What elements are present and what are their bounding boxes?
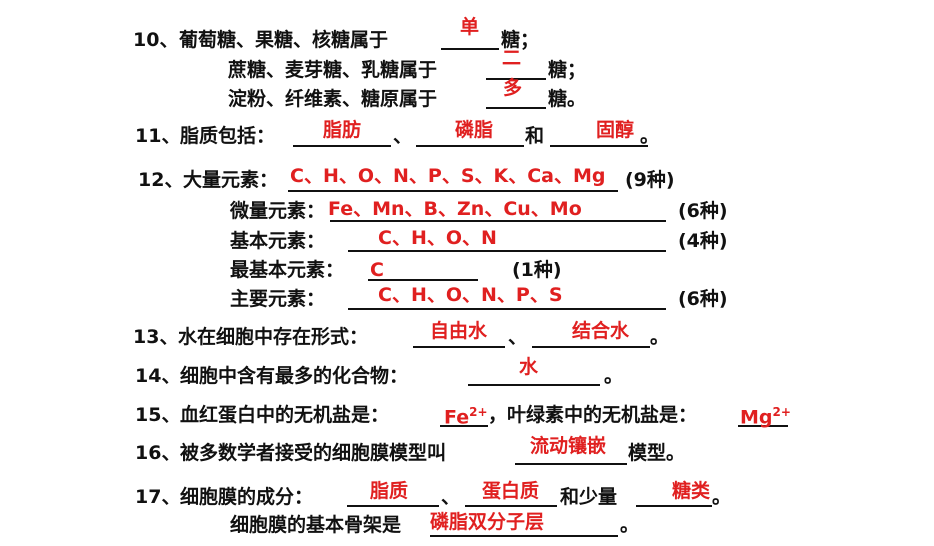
q17-blank-2 [465,505,557,507]
q16-text: 被多数学者接受的细胞膜模型叫 [180,442,447,464]
q17-number: 17、 [135,486,181,508]
q12-most-basic-blank [368,279,478,281]
q15-text-1: 血红蛋白中的无机盐是： [180,404,390,426]
q14-blank [468,384,600,386]
q12-macro-answer: C、H、O、N、P、S、K、Ca、Mg [290,165,606,187]
q10-line1-blank [441,48,499,50]
q16-number: 16、 [135,442,181,464]
q12-most-basic-label: 最基本元素： [230,259,345,281]
q15-blank-2 [738,425,788,427]
q15-answer-2-symbol: Mg [740,406,773,429]
q12-main-count: (6种) [678,288,728,310]
q10-number: 10、 [133,29,179,51]
q15-answer-2-charge: 2+ [772,405,791,419]
q11-answer-1: 脂肪 [323,119,362,141]
q16-blank [515,463,627,465]
q12-main-label: 主要元素： [230,288,326,310]
q13-text: 水在细胞中存在形式： [178,326,369,348]
q13-answer-2: 结合水 [572,320,630,342]
q11-answer-3: 固醇 [596,119,635,141]
q16-after: 模型。 [628,442,686,464]
q15-text-2: ，叶绿素中的无机盐是： [488,404,698,426]
q12-basic-blank [348,250,666,252]
q11-and: 和 [525,125,545,147]
q12-macro-count: (9种) [625,169,675,191]
q12-number: 12、 [138,169,184,191]
q12-micro-count: (6种) [678,200,728,222]
q17-line2-end: 。 [620,514,640,536]
q11-blank-1 [293,145,391,147]
q10-line3-after: 糖。 [548,88,587,110]
q12-macro-label: 大量元素： [183,169,279,191]
q17-line2-blank [430,535,618,537]
q10-line3-blank [486,107,546,109]
q12-most-basic-count: (1种) [512,259,562,281]
q10-line2-after: 糖； [548,59,587,81]
q14-text: 细胞中含有最多的化合物： [180,365,409,387]
q10-line2-blank [486,78,546,80]
q15-answer-2: Mg2+ [740,400,791,429]
q10-line3-answer: 多 [503,77,523,99]
q12-basic-answer: C、H、O、N [378,227,497,249]
q17-answer-1: 脂质 [370,480,409,502]
q12-micro-blank [330,220,666,222]
q15-answer-1-charge: 2+ [469,405,488,419]
q10-line1-text: 葡萄糖、果糖、核糖属于 [179,29,389,51]
q17-end: 。 [712,486,732,508]
q11-blank-3 [550,145,648,147]
q12-main-blank [348,308,666,310]
q10-line3-text: 淀粉、纤维素、糖原属于 [228,88,438,110]
q17-answer-2: 蛋白质 [482,480,540,502]
q17-answer-3: 糖类 [672,480,711,502]
q11-number: 11、 [135,125,181,147]
q11-answer-2: 磷脂 [455,119,494,141]
q12-macro-blank [288,190,618,192]
q15-answer-1: Fe2+ [444,400,488,429]
q15-number: 15、 [135,404,181,426]
q17-blank-1 [347,505,439,507]
q11-text: 脂质包括： [180,125,276,147]
q14-answer: 水 [519,356,539,378]
q12-most-basic-answer: C [370,259,384,281]
q15-blank-1 [440,425,488,427]
q13-blank-2 [532,346,650,348]
q15-answer-1-symbol: Fe [444,406,470,429]
q12-main-answer: C、H、O、N、P、S [378,284,563,306]
q12-basic-label: 基本元素： [230,230,326,252]
q16-answer: 流动镶嵌 [530,435,607,457]
q11-separator: 、 [393,125,413,147]
q10-line2-text: 蔗糖、麦芽糖、乳糖属于 [228,59,438,81]
q10-line1-answer: 单 [460,16,480,38]
q17-text: 细胞膜的成分： [180,486,314,508]
q13-separator: 、 [508,326,528,348]
q11-blank-2 [416,145,524,147]
q13-number: 13、 [133,326,179,348]
q13-end: 。 [650,326,670,348]
q17-and: 和少量 [560,486,618,508]
q13-blank-1 [413,346,505,348]
q11-end: 。 [640,125,660,147]
q17-separator: 、 [441,486,461,508]
q10-line1-after: 糖； [501,29,540,51]
q17-line2-answer: 磷脂双分子层 [430,511,545,533]
q12-basic-count: (4种) [678,230,728,252]
q12-micro-answer: Fe、Mn、B、Zn、Cu、Mo [328,198,582,220]
q10-line2-answer: 二 [502,47,522,69]
q17-line2-text: 细胞膜的基本骨架是 [230,514,402,536]
q17-blank-3 [636,505,712,507]
q14-end: 。 [604,365,624,387]
q13-answer-1: 自由水 [430,320,488,342]
q12-micro-label: 微量元素： [230,200,326,222]
q14-number: 14、 [135,365,181,387]
